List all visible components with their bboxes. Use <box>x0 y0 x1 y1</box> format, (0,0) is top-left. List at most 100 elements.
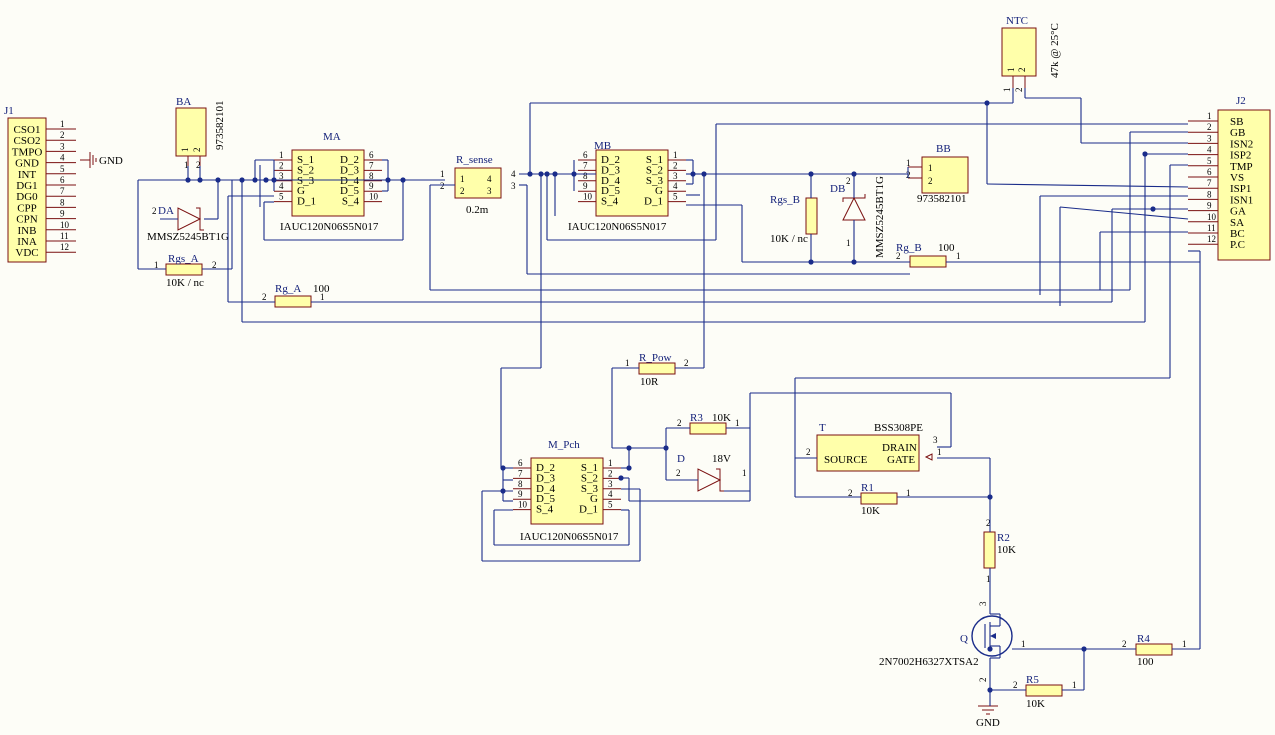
chip-left-pin-number: 10 <box>583 192 593 202</box>
resistor-rgs-a: Rgs_A 1 2 10K / nc <box>154 253 217 289</box>
chip-right-pin-label: S_2 <box>646 164 663 176</box>
j2-ref: J2 <box>1236 95 1246 107</box>
junction-dot <box>1142 151 1148 157</box>
resistor-r2: R2 10K 2 1 <box>983 518 1016 584</box>
rga-value: 100 <box>313 283 330 295</box>
junction-dot <box>185 177 191 183</box>
j1-pin-label: TMPO <box>12 146 43 158</box>
rpow-pin1: 1 <box>625 358 630 368</box>
chip-right-pin-number: 5 <box>608 500 613 510</box>
j2-pin-label: SB <box>1230 116 1243 128</box>
ma-ref: MA <box>323 131 341 143</box>
r5-ref: R5 <box>1026 674 1039 686</box>
q-pin2: 2 <box>978 678 988 683</box>
chip-left-pin-number: 7 <box>518 468 523 478</box>
chip-left-pin-label: S_4 <box>601 196 619 208</box>
junction-dot <box>987 646 993 652</box>
junction-dot <box>1150 206 1156 212</box>
chip-left-pin-label: S_2 <box>297 164 314 176</box>
junction-dot <box>385 177 391 183</box>
da-pin: 2 <box>152 206 157 216</box>
junction-dot <box>571 171 577 177</box>
j1-pin-label: GND <box>15 158 39 170</box>
chip-right-pin-number: 6 <box>369 150 374 160</box>
chip-left-pin-number: 8 <box>518 479 523 489</box>
j1-pin-number: 3 <box>60 141 65 151</box>
t-pin2: 2 <box>806 447 811 457</box>
chip-right-pin-label: S_4 <box>342 196 360 208</box>
rga-pin2: 1 <box>320 292 325 302</box>
ntc-pin1: 1 <box>1006 68 1016 73</box>
ntc-pin2: 2 <box>1017 68 1027 73</box>
t-pin3: 3 <box>933 435 938 445</box>
chip-left-pin-label: D_5 <box>601 185 620 197</box>
r4-pin1: 1 <box>1182 639 1187 649</box>
chip-right-pin-label: D_4 <box>340 175 359 187</box>
j2-pin-number: 9 <box>1207 201 1212 211</box>
chip-right-pin-number: 1 <box>673 150 678 160</box>
chip-right-pin-label: S_3 <box>646 175 664 187</box>
rsense-pin3: 3 <box>511 181 516 191</box>
rga-pin1: 2 <box>262 292 267 302</box>
chip-left-pin-number: 2 <box>279 160 284 170</box>
chip-left-pin-number: 7 <box>583 160 588 170</box>
db-part: MMSZ5245BT1G <box>874 176 886 258</box>
junction-dot <box>987 687 993 693</box>
ba-pin2-num: 2 <box>196 160 201 170</box>
q-pin1: 1 <box>1021 639 1026 649</box>
j1-pin-number: 11 <box>60 231 69 241</box>
chip-left-pin-number: 9 <box>583 181 588 191</box>
junction-dot <box>618 475 624 481</box>
junction-dot <box>1081 646 1087 652</box>
j1-pin-label: CSO2 <box>14 135 41 147</box>
chip-right-pin-number: 4 <box>673 181 678 191</box>
rsense-pin4: 4 <box>511 169 516 179</box>
chip-right-pin-number: 8 <box>369 171 374 181</box>
rgb-value: 100 <box>938 242 955 254</box>
r1-ref: R1 <box>861 482 874 494</box>
ntc-value: 47k @ 25°C <box>1049 23 1061 78</box>
j2-pin-number: 5 <box>1207 156 1212 166</box>
rgb-pin1: 2 <box>896 251 901 261</box>
chip-left-pin-number: 6 <box>518 458 523 468</box>
r4-pin2: 2 <box>1122 639 1127 649</box>
j1-pin-number: 7 <box>60 186 65 196</box>
resistor-rg-b: Rg_B 100 2 1 <box>896 242 961 268</box>
d-pin1: 1 <box>742 468 747 478</box>
gnd-symbol-j1: GND <box>80 152 123 168</box>
rsense-ref: R_sense <box>456 154 493 166</box>
j2-pin-number: 3 <box>1207 133 1212 143</box>
chip-right-pin-number: 1 <box>608 458 613 468</box>
chip-left-pin-label: S_3 <box>297 175 315 187</box>
j2-pin-number: 1 <box>1207 111 1212 121</box>
j2-pin-label: VS <box>1230 172 1244 184</box>
transistor-q: Q 2N7002H6327XTSA2 1 2 3 <box>879 601 1026 682</box>
r1-value: 10K <box>861 505 880 517</box>
resistor-r3: R3 10K 2 1 <box>677 412 740 435</box>
junction-dot <box>527 171 533 177</box>
junction-dot <box>626 465 632 471</box>
junction-dot <box>263 177 269 183</box>
mp-part: IAUC120N06S5N017 <box>520 531 619 543</box>
db-pin1: 1 <box>846 238 851 248</box>
transistor-t: T BSS308PE SOURCE DRAIN GATE 2 3 1 <box>806 422 942 472</box>
junction-dot <box>663 445 669 451</box>
junction-dot <box>215 177 221 183</box>
rsense-pin2: 2 <box>440 181 445 191</box>
j1-pin-number: 4 <box>60 153 65 163</box>
j2-pin-number: 12 <box>1207 234 1216 244</box>
j1-pin-number: 10 <box>60 220 70 230</box>
ntc-ref: NTC <box>1006 15 1028 27</box>
wire <box>986 183 1189 188</box>
chip-left-pin-label: S_4 <box>536 504 554 516</box>
j1-gnd-label: GND <box>99 155 123 167</box>
junction-dot <box>197 177 203 183</box>
chip-left-pin-label: D_2 <box>601 154 620 166</box>
chip-left-pin-number: 6 <box>583 150 588 160</box>
gnd-label: GND <box>976 717 1000 729</box>
j2-pin-label: SA <box>1230 217 1244 229</box>
j1-pin-number: 6 <box>60 175 65 185</box>
